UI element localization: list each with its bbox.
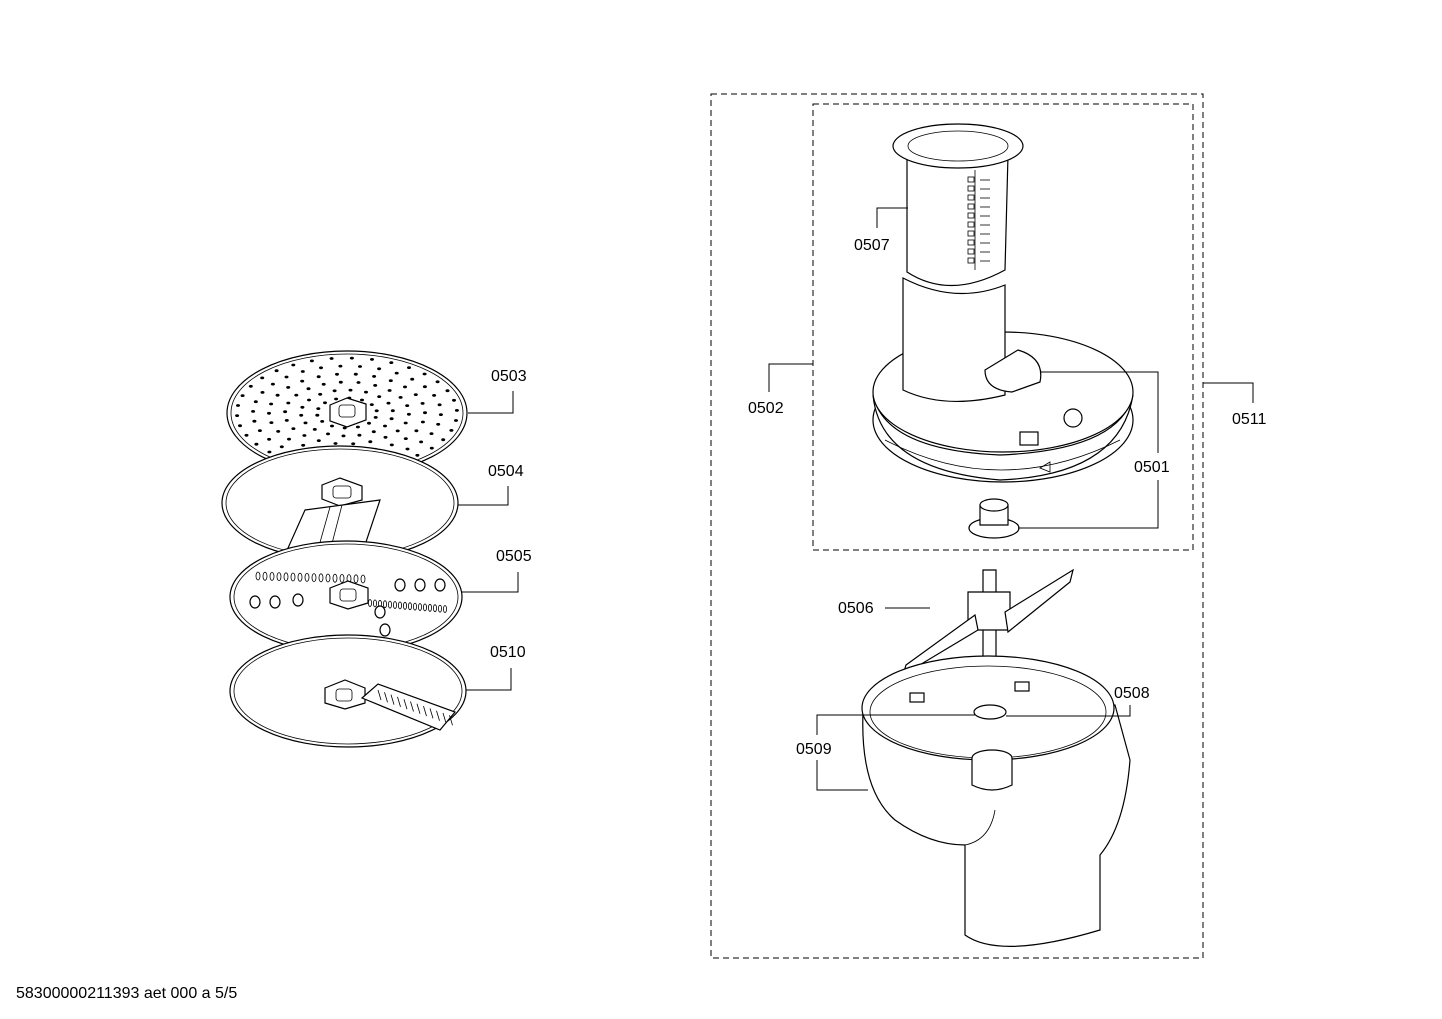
footer-doc-id: 58300000211393 aet 000 a 5/5 — [16, 985, 237, 1002]
label-0508: 0508 — [1114, 685, 1150, 702]
label-0507: 0507 — [854, 237, 890, 254]
bowl-0509 — [861, 655, 1131, 947]
label-0504: 0504 — [488, 463, 524, 480]
julienne-teeth — [377, 689, 453, 726]
disc-0505-shredder — [229, 540, 463, 654]
measure-scale — [967, 176, 990, 264]
label-0503: 0503 — [491, 368, 527, 385]
disc-0510-julienne — [229, 634, 467, 748]
label-0506: 0506 — [838, 600, 874, 617]
coupling-0501 — [968, 498, 1020, 539]
seal-0508 — [973, 704, 1007, 720]
pusher-0507 — [892, 123, 1024, 287]
lid-0502 — [872, 277, 1134, 483]
label-0510: 0510 — [490, 644, 526, 661]
lid-box-0502 — [812, 103, 1194, 551]
label-0509: 0509 — [796, 741, 832, 758]
shredder-slots — [249, 571, 447, 637]
assembly-box-0511 — [710, 93, 1204, 959]
label-0505: 0505 — [496, 548, 532, 565]
label-0511: 0511 — [1232, 411, 1267, 428]
label-0502: 0502 — [748, 400, 784, 417]
label-0501: 0501 — [1134, 459, 1170, 476]
